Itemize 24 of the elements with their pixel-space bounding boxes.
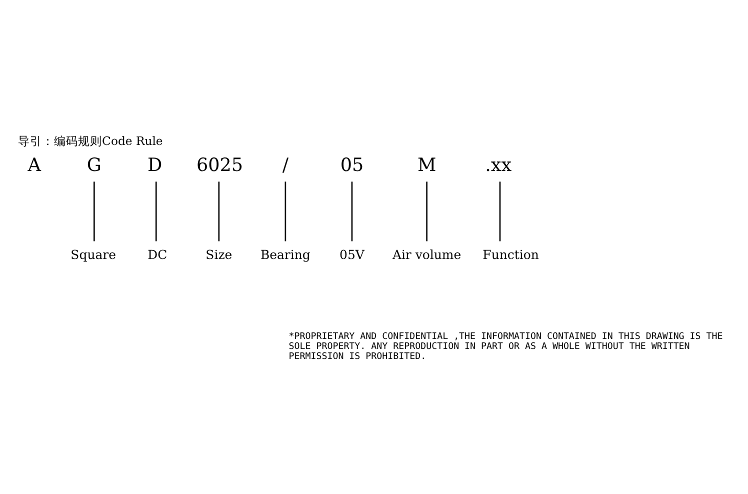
connector [351,181,353,241]
connector [218,181,220,241]
node-text: M [417,154,436,176]
node-text: Bearing [260,246,310,262]
node-text: DC [148,246,168,262]
node-text: 6025 [196,154,244,176]
connector [426,181,428,241]
connector [155,181,157,241]
node-text: Function [482,246,539,262]
node-text: .xx [485,154,512,176]
node-text: 05V [340,246,364,262]
node-text: G [86,154,102,176]
label: *PROPRIETARY AND CONFIDENTIAL ,THE INFORMATION CONTAINED IN THIS DRAWING IS THE SOLE PROPERTY. ANY REPRODUCTION IN PART OR AS A WHOLE WITHOUT THE WRITTEN PERMISSION IS PROHIBITED. [288,332,723,362]
node-text: Square [70,246,116,262]
connector [284,181,286,241]
node-text: 05 [340,154,364,176]
node-text: Size [206,246,232,262]
node-text: / [282,154,289,176]
node-text: Air volume [392,246,462,262]
connector [94,181,95,241]
connector [499,181,501,241]
diagram-title: 导引：编码规则Code Rule [18,133,163,148]
node-text: A [28,154,41,176]
node-text: D [148,154,162,176]
